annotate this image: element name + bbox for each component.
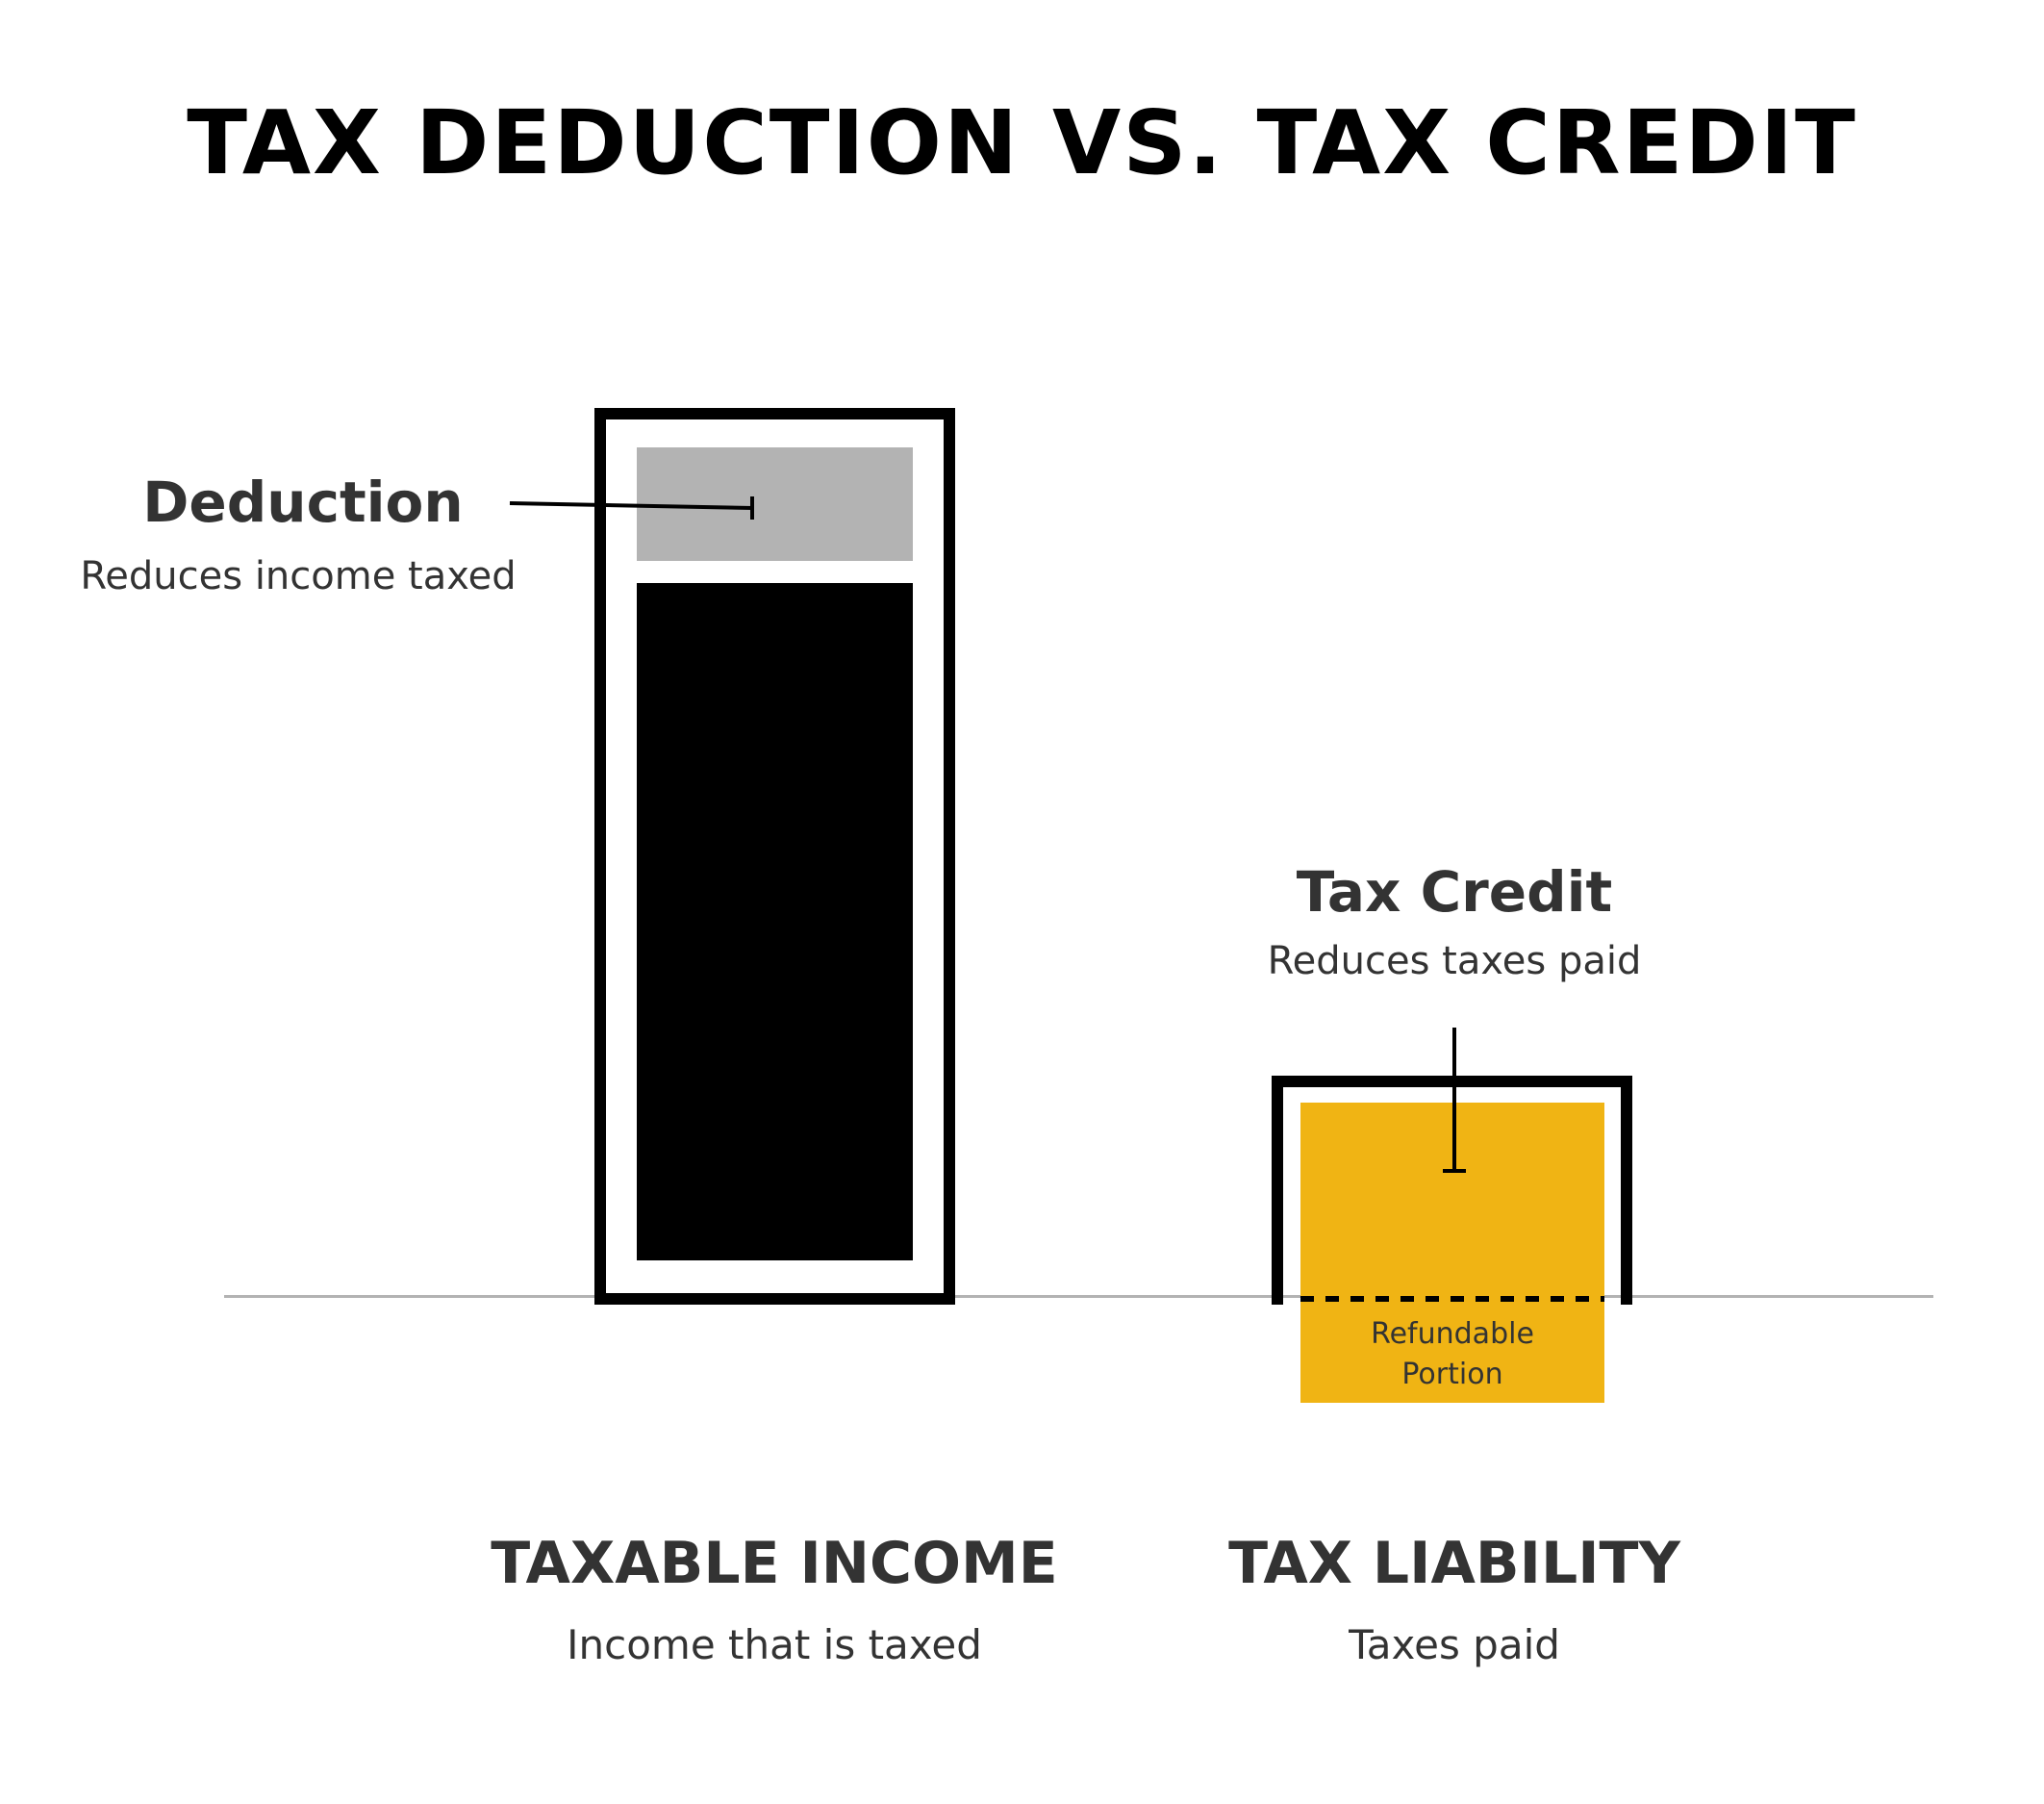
taxable-income-bar-outline: [594, 408, 955, 1305]
tax-liability-subtitle: Taxes paid: [1349, 1621, 1560, 1668]
deduction-segment: [637, 447, 913, 561]
baseline: [224, 1295, 1933, 1298]
taxed-income-segment: [637, 583, 913, 1260]
taxable-income-subtitle: Income that is taxed: [567, 1621, 982, 1668]
deduction-title: Deduction: [142, 470, 464, 535]
page-title: TAX DEDUCTION VS. TAX CREDIT: [187, 91, 1857, 194]
refundable-line-1: Refundable: [1371, 1317, 1534, 1351]
refundable-line-2: Portion: [1401, 1358, 1503, 1391]
tax-credit-subtitle: Reduces taxes paid: [1267, 939, 1642, 983]
tax-liability-title: TAX LIABILITY: [1228, 1530, 1680, 1597]
deduction-subtitle: Reduces income taxed: [80, 554, 517, 598]
tax-credit-title: Tax Credit: [1296, 859, 1613, 925]
tax-liability-bar-outline: [1272, 1076, 1632, 1305]
refundable-portion-label: Refundable Portion: [1300, 1314, 1604, 1395]
deduction-pointer-line: [509, 501, 753, 510]
taxable-income-title: TAXABLE INCOME: [491, 1530, 1058, 1597]
